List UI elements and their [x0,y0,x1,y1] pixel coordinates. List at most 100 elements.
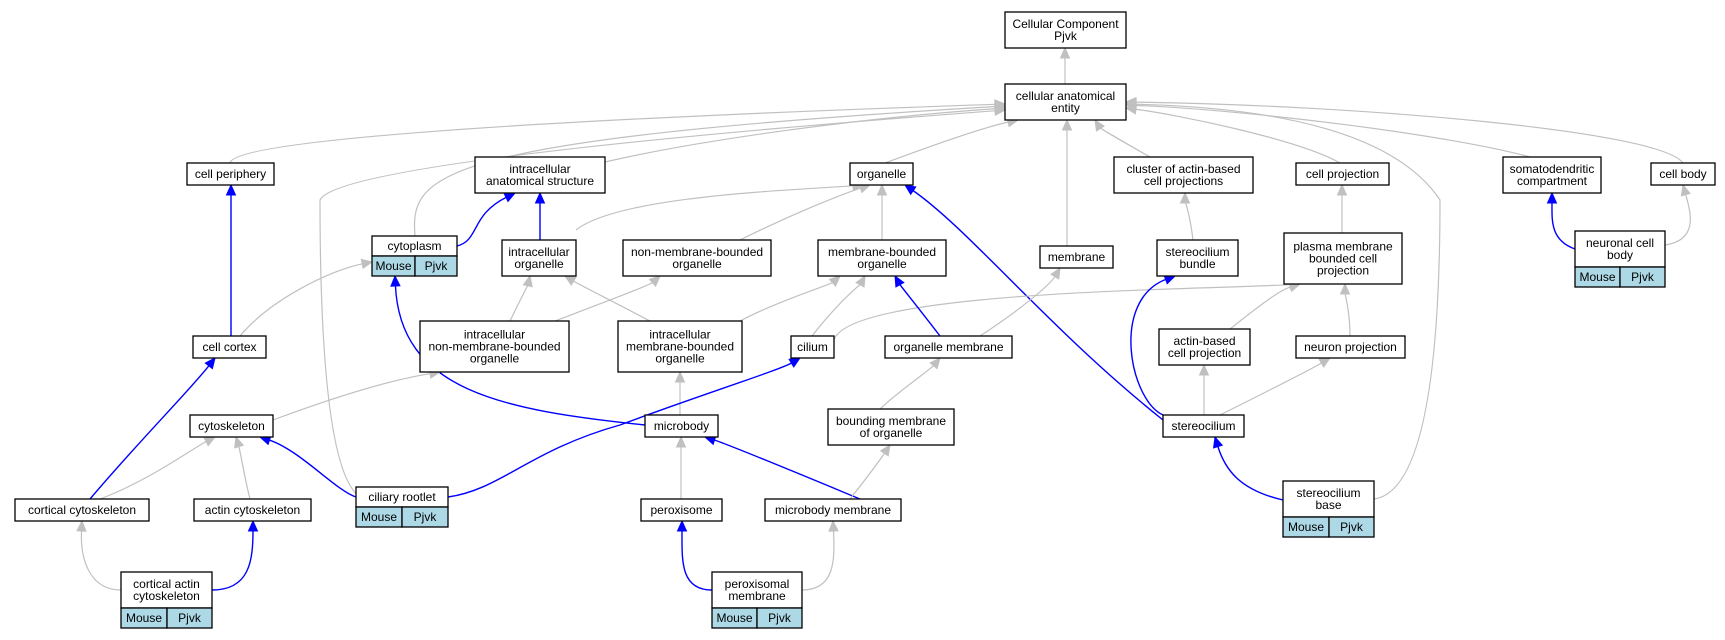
node-label-line: non-membrane-bounded [631,245,763,259]
node-label-line: membrane-bounded [626,340,734,354]
node-label-line: membrane [1048,250,1106,264]
node-actin-cytoskeleton[interactable]: actin cytoskeleton [193,498,312,522]
edge-plasma-membrane-projection-to-cell-projection [1336,183,1348,233]
node-label-line: organelle [514,257,564,271]
edge-cytoskeleton-to-intracellular-non-membrane [272,368,442,421]
node-label-line: stereocilium [1165,245,1229,259]
edge-cellular-anatomical-entity-to-root [1059,46,1071,84]
node-label-line: intracellular [508,245,569,259]
node-label-line: organelle [470,352,520,366]
node-label-line: compartment [1517,174,1588,188]
node-organelle-membrane[interactable]: organelle membrane [884,335,1013,359]
node-label-line: organelle [857,167,907,181]
edge-stereocilium-base-to-cellular-anatomical-entity [1124,98,1441,500]
node-label-line: cell projection [1168,346,1241,360]
node-label-line: intracellular [509,162,570,176]
node-label-line: intracellular [464,328,525,342]
edge-intracellular-anatomical-structure-to-cellular-anatomical-entity [604,103,1007,163]
node-stereocilium[interactable]: stereocilium [1162,414,1245,438]
edge-neuronal-cell-body-to-somatodendritic [1546,191,1576,250]
gene-tag: Pjvk [178,611,202,625]
node-label-line: somatodendritic [1510,162,1595,176]
edge-stereocilium-to-actin-based-projection [1198,363,1210,415]
edge-intracellular-non-membrane-to-intracellular-organelle [509,274,533,322]
node-neuron-projection[interactable]: neuron projection [1295,335,1406,359]
edge-microbody-to-intracellular-membrane [674,370,686,415]
edge-membrane-bounded-organelle-to-organelle [876,183,888,240]
edge-intracellular-non-membrane-to-non-membrane-bounded-organelle [554,275,661,322]
species-tag: Mouse [361,510,397,524]
edge-bounding-membrane-to-organelle-membrane [879,357,941,410]
node-intracellular-non-membrane[interactable]: intracellularnon-membrane-boundedorganel… [419,320,570,373]
node-label-line: bundle [1179,257,1215,271]
node-organelle[interactable]: organelle [849,162,914,186]
node-cytoskeleton[interactable]: cytoskeleton [189,414,274,438]
gene-tag: Pjvk [1340,520,1364,534]
node-cell-periphery[interactable]: cell periphery [186,162,275,186]
node-label-line: neuron projection [1304,340,1397,354]
node-label-line: entity [1051,101,1080,115]
node-label-line: bounding membrane [836,414,946,428]
node-label-line: cytoskeleton [133,589,200,603]
node-label-line: cell cortex [202,340,256,354]
edge-cell-cortex-to-cytoplasm [239,258,374,337]
edge-actin-cytoskeleton-to-cytoskeleton [234,435,251,500]
edge-cortical-cytoskeleton-to-cell-cortex [89,357,216,500]
node-label-line: stereocilium [1171,419,1235,433]
edge-cell-projection-to-cellular-anatomical-entity [1124,104,1341,164]
edge-actin-based-projection-to-plasma-membrane-projection [1229,281,1302,330]
edge-intracellular-membrane-to-intracellular-organelle [563,275,651,322]
node-cilium[interactable]: cilium [790,335,835,359]
node-label-line: organelle [672,257,722,271]
node-label-line: organelle membrane [893,340,1003,354]
node-label-line: projection [1317,264,1369,278]
edge-peroxisomal-membrane-to-microbody-membrane [801,519,839,591]
node-label-line: stereocilium [1296,486,1360,500]
gene-tag: Pjvk [425,259,449,273]
edge-cilium-to-membrane-bounded-organelle [811,274,866,337]
node-label-line: cell projection [1306,167,1379,181]
node-label-line: cell periphery [195,167,266,181]
edge-stereocilium-to-neuron-projection [1219,357,1332,416]
edge-microbody-membrane-to-bounding-membrane [849,443,891,500]
node-label-line: of organelle [860,426,923,440]
edge-intracellular-organelle-to-intracellular-anatomical-structure [534,191,546,240]
node-label-line: cellular anatomical [1016,89,1115,103]
node-label-line: base [1315,498,1341,512]
node-microbody[interactable]: microbody [644,414,719,438]
node-label-line: cytoskeleton [198,419,265,433]
node-cell-projection[interactable]: cell projection [1295,162,1390,186]
node-membrane[interactable]: membrane [1039,245,1114,269]
node-label-line: bounded cell [1309,252,1377,266]
node-label-line: actin-based [1173,334,1235,348]
node-cortical-cytoskeleton[interactable]: cortical cytoskeleton [14,498,150,522]
node-cell-cortex[interactable]: cell cortex [192,335,267,359]
node-microbody-membrane[interactable]: microbody membrane [764,498,902,522]
node-peroxisome[interactable]: peroxisome [640,498,723,522]
node-cell-body[interactable]: cell body [1650,162,1716,186]
species-tag: Mouse [375,259,411,273]
node-label-line: intracellular [649,328,710,342]
